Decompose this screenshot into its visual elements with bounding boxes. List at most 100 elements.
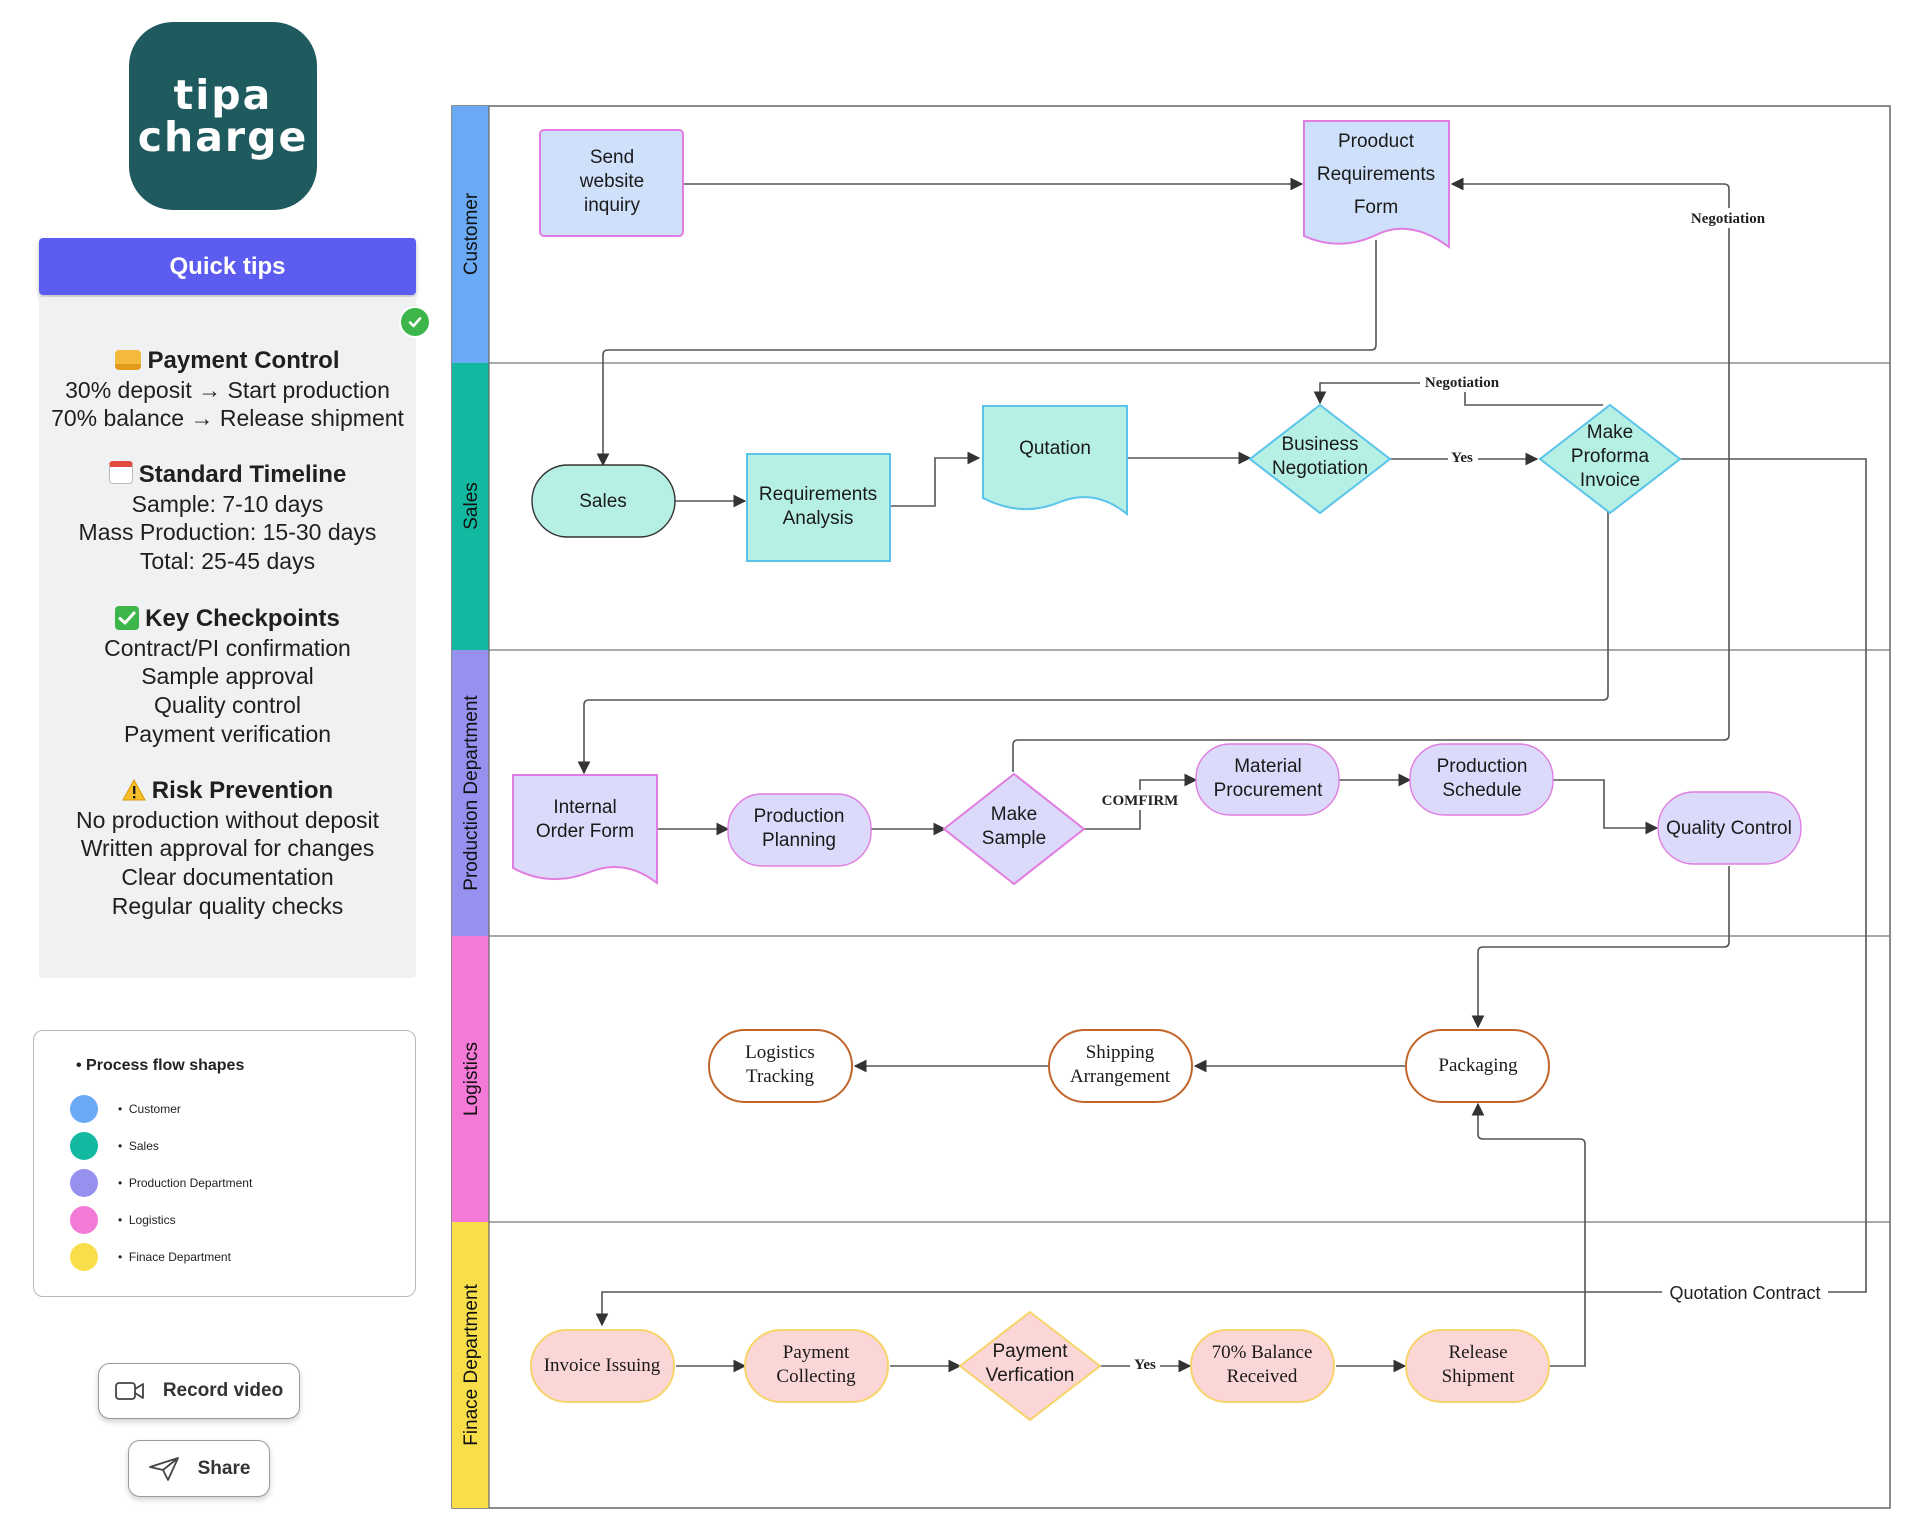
tip-line: 70% balance → Release shipment bbox=[51, 405, 404, 432]
lane-label-production: Production Department bbox=[461, 695, 482, 891]
legend-label: • Production Department bbox=[118, 1176, 253, 1190]
node-invoice-issuing[interactable]: Invoice Issuing bbox=[530, 1329, 675, 1403]
check-badge-icon bbox=[399, 306, 431, 338]
tip-line: Written approval for changes bbox=[80, 835, 375, 862]
credit-card-icon bbox=[115, 350, 142, 370]
legend-label: • Finace Department bbox=[118, 1250, 231, 1264]
node-quotation[interactable]: Qutation bbox=[982, 405, 1128, 517]
legend-item-customer: • Customer bbox=[70, 1094, 181, 1124]
svg-text:Invoice Issuing: Invoice Issuing bbox=[544, 1355, 661, 1376]
edge-analysis-to-quotation bbox=[890, 451, 981, 507]
lane-header-logistics bbox=[452, 936, 489, 1222]
record-video-label: Record video bbox=[162, 1380, 284, 1401]
edge-qc-to-packaging bbox=[1471, 866, 1730, 1029]
edge-label-negotiation: Negotiation bbox=[1425, 375, 1500, 391]
tip-line: Payment verification bbox=[123, 720, 332, 747]
lane-header-sales bbox=[452, 363, 489, 650]
legend-swatch bbox=[70, 1095, 98, 1123]
lane-header-customer bbox=[452, 106, 489, 363]
share-button[interactable]: Share bbox=[128, 1440, 270, 1497]
tip-line: Mass Production: 15-30 days bbox=[78, 519, 377, 546]
legend-label: • Sales bbox=[118, 1139, 159, 1153]
lane-header-finance bbox=[452, 1222, 489, 1508]
legend-item-sales: • Sales bbox=[70, 1131, 159, 1161]
legend-item-logistics: • Logistics bbox=[70, 1205, 176, 1235]
legend-title: • Process flow shapes bbox=[76, 1057, 245, 1074]
lane-label-finance: Finace Department bbox=[461, 1283, 482, 1445]
tip-risk-prevention: Risk Prevention No production without de… bbox=[39, 776, 416, 921]
tipa-charge-logo: tipa charge bbox=[129, 22, 317, 210]
tip-title: Risk Prevention bbox=[151, 777, 334, 804]
edge-label-yes: Yes bbox=[1134, 1357, 1156, 1373]
tip-line: Sample: 7-10 days bbox=[131, 490, 324, 517]
svg-text:Quality Control: Quality Control bbox=[1666, 818, 1792, 839]
tip-line: Quality control bbox=[153, 692, 301, 719]
edge-quotation-contract bbox=[595, 458, 1867, 1327]
record-video-button[interactable]: Record video bbox=[98, 1363, 300, 1419]
tip-line: Contract/PI confirmation bbox=[104, 634, 351, 661]
lane-header-production bbox=[452, 650, 489, 936]
edge-schedule-to-qc bbox=[1552, 779, 1659, 835]
share-label: Share bbox=[197, 1457, 251, 1479]
svg-text:Qutation: Qutation bbox=[1019, 438, 1091, 459]
tip-line: 30% deposit → Start production bbox=[65, 376, 390, 403]
tip-line: Total: 25-45 days bbox=[139, 548, 316, 575]
node-packaging[interactable]: Packaging bbox=[1405, 1029, 1550, 1103]
calendar-icon bbox=[108, 461, 133, 484]
edges bbox=[577, 177, 1867, 1373]
svg-text:Sales: Sales bbox=[579, 491, 627, 512]
tip-title: Key Checkpoints bbox=[145, 605, 340, 632]
warning-icon bbox=[121, 778, 146, 802]
edge-release-to-packaging bbox=[1471, 1102, 1586, 1367]
tip-standard-timeline: Standard Timeline Sample: 7-10 days Mass… bbox=[39, 460, 416, 576]
legend-item-production: • Production Department bbox=[70, 1168, 252, 1198]
tip-line: Sample approval bbox=[141, 663, 314, 690]
quick-tips-button[interactable]: Quick tips bbox=[39, 238, 416, 295]
edge-label-confirm: COMFIRM bbox=[1102, 793, 1179, 809]
tip-line: Clear documentation bbox=[121, 864, 334, 891]
lane-label-customer: Customer bbox=[461, 192, 482, 275]
edge-label-yes: Yes bbox=[1451, 450, 1473, 466]
node-sales[interactable]: Sales bbox=[531, 464, 676, 538]
video-camera-icon bbox=[114, 1382, 144, 1400]
edge-sample-negotiation bbox=[1012, 177, 1730, 772]
legend-label: • Logistics bbox=[118, 1213, 176, 1227]
node-quality-control[interactable]: Quality Control bbox=[1657, 791, 1802, 865]
edge-form-to-sales bbox=[596, 240, 1377, 467]
lane-label-sales: Sales bbox=[461, 482, 482, 530]
tip-line: No production without deposit bbox=[75, 806, 380, 833]
quick-tips-panel bbox=[39, 297, 416, 978]
tip-payment-control: Payment Control 30% deposit → Start prod… bbox=[39, 346, 416, 433]
tip-key-checkpoints: Key Checkpoints Contract/PI confirmation… bbox=[39, 604, 416, 749]
